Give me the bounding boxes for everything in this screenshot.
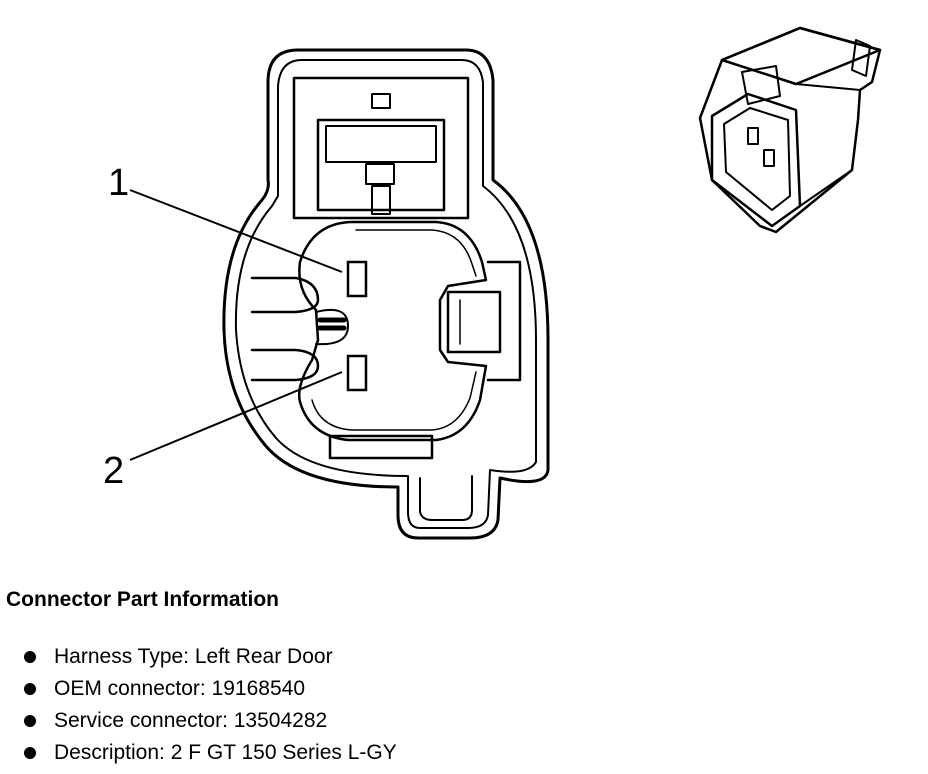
- list-item-service-connector: Service connector: 13504282: [20, 706, 397, 738]
- latch-post: [371, 185, 391, 215]
- description-text: Description: 2 F GT 150 Series L-GY: [54, 741, 397, 764]
- left-guide-slot: [317, 317, 347, 331]
- terminal-2: [346, 354, 368, 392]
- service-connector-text: Service connector: 13504282: [54, 709, 328, 732]
- left-key-upper: [250, 276, 320, 314]
- bottom-keyway: [419, 475, 473, 521]
- iso-front-inner: [723, 107, 791, 211]
- terminal-cavity-inner: [311, 229, 477, 431]
- iso-side-rib: [851, 39, 871, 77]
- latch-slot: [365, 163, 395, 185]
- terminal-1: [346, 260, 368, 298]
- connector-face-view: [222, 48, 550, 540]
- latch-tab: [371, 93, 391, 109]
- callout-label-1: 1: [108, 162, 130, 204]
- connector-diagram: [129, 26, 882, 540]
- leader-line-1: [129, 189, 343, 273]
- oem-connector-text: OEM connector: 19168540: [54, 677, 305, 700]
- bullet-icon: [24, 683, 36, 695]
- housing-outline: [222, 48, 550, 540]
- lower-latch: [328, 434, 434, 460]
- callout-label-2: 2: [103, 450, 125, 492]
- connector-info-title: Connector Part Information: [6, 588, 280, 611]
- terminal-cavity: [298, 220, 488, 442]
- latch-inner: [325, 125, 437, 163]
- iso-right-face: [795, 83, 861, 207]
- iso-terminal-1: [747, 127, 759, 145]
- iso-latch: [741, 65, 781, 105]
- left-key-lower: [250, 348, 320, 382]
- connector-isometric-view: [698, 26, 882, 234]
- bullet-icon: [24, 651, 36, 663]
- left-guide: [315, 308, 349, 346]
- iso-top-face: [720, 26, 882, 86]
- bullet-icon: [24, 747, 36, 759]
- harness-type-text: Harness Type: Left Rear Door: [54, 645, 333, 668]
- list-item-description: Description: 2 F GT 150 Series L-GY: [20, 738, 397, 770]
- iso-terminal-2: [763, 149, 775, 167]
- connector-info-list: Harness Type: Left Rear Door OEM connect…: [20, 642, 397, 770]
- housing-inner-outline: [234, 59, 537, 529]
- right-lock: [486, 260, 522, 382]
- latch-block: [292, 76, 470, 220]
- right-lock-key: [446, 290, 502, 354]
- bullet-icon: [24, 715, 36, 727]
- leader-line-2: [129, 371, 343, 461]
- list-item-harness-type: Harness Type: Left Rear Door: [20, 642, 397, 674]
- latch-window: [316, 118, 446, 212]
- list-item-oem-connector: OEM connector: 19168540: [20, 674, 397, 706]
